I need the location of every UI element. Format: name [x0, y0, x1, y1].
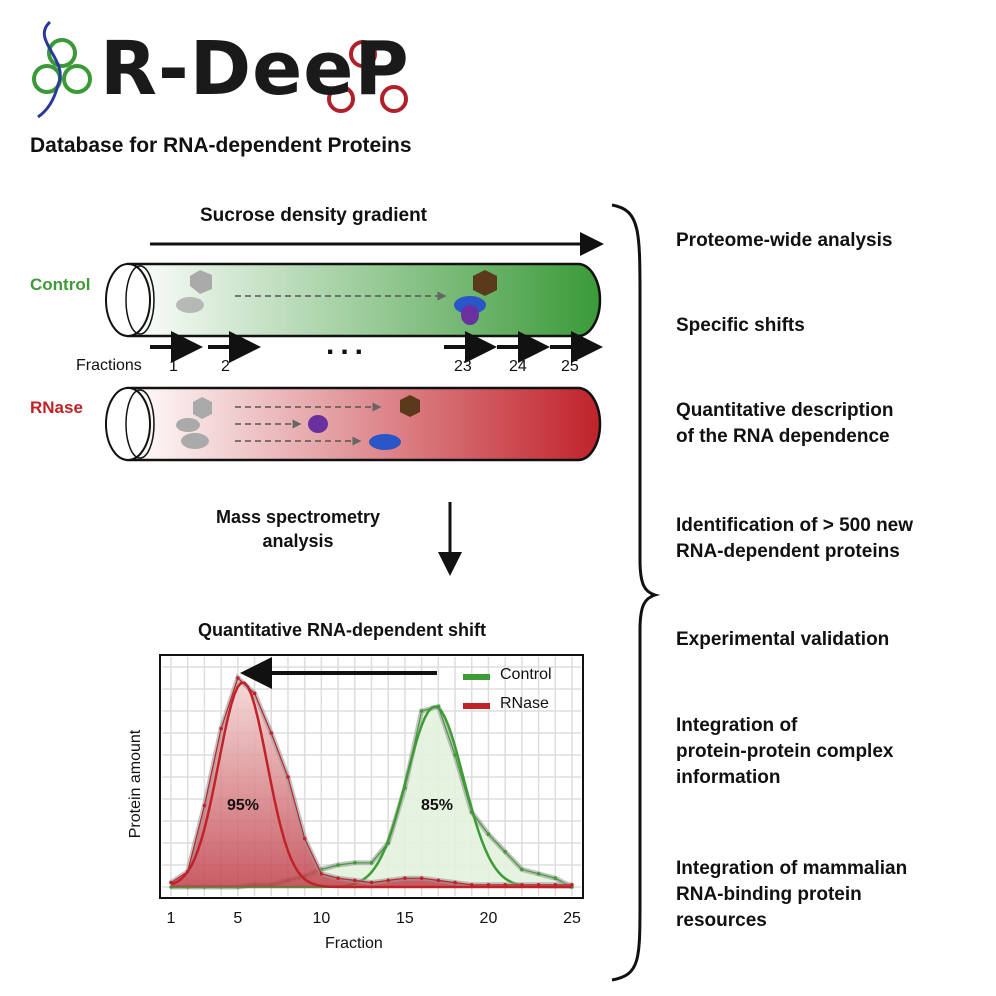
- data-point: [453, 880, 457, 885]
- y-axis-label: Protein amount: [127, 729, 144, 839]
- control-label: Control: [30, 275, 91, 294]
- control-tube: [105, 262, 602, 338]
- data-point: [352, 861, 357, 865]
- x-axis-label: Fraction: [325, 935, 383, 952]
- feature-item: Identification of > 500 new RNA-dependen…: [676, 515, 914, 562]
- fraction-number: 2: [221, 358, 230, 375]
- chart-title: Quantitative RNA-dependent shift: [198, 620, 487, 640]
- data-point: [570, 883, 574, 887]
- legend-label-control: Control: [500, 666, 552, 683]
- fraction-number: 24: [509, 358, 527, 375]
- data-point: [369, 861, 374, 865]
- x-tick-label: 10: [312, 910, 331, 927]
- x-tick-label: 15: [396, 910, 414, 927]
- data-point: [336, 863, 340, 867]
- ms-label-line: Mass spectrometry: [215, 507, 381, 527]
- data-point: [403, 876, 407, 880]
- data-point: [469, 883, 474, 887]
- data-point: [336, 876, 340, 880]
- fractions-label: Fractions: [76, 357, 142, 374]
- feature-item: Experimental validation: [676, 629, 890, 650]
- data-point: [369, 880, 374, 885]
- data-point: [269, 731, 274, 735]
- fraction-number: 1: [169, 358, 178, 375]
- x-tick-label: 20: [479, 910, 498, 927]
- brace: [611, 203, 661, 982]
- data-point: [202, 803, 207, 808]
- rnase-tube: [105, 386, 602, 462]
- data-point: [536, 872, 541, 876]
- data-point: [252, 691, 257, 696]
- data-point: [319, 872, 324, 876]
- annotation-rnase: 95%: [227, 797, 260, 814]
- chart: [159, 654, 584, 899]
- rnase-label: RNase: [30, 398, 83, 417]
- series-area-control: [171, 706, 572, 887]
- data-point: [486, 883, 491, 887]
- logo-icon: [32, 20, 408, 119]
- data-point: [286, 775, 290, 779]
- feature-item: Quantitative description of the RNA depe…: [676, 400, 894, 447]
- ellipsis: ...: [326, 328, 370, 361]
- data-point: [352, 878, 357, 883]
- data-point: [503, 850, 507, 854]
- x-tick-label: 25: [563, 910, 581, 927]
- data-point: [520, 867, 524, 872]
- data-point: [486, 832, 491, 836]
- feature-item: Proteome-wide analysis: [676, 230, 893, 251]
- series-fit-rnase: [170, 681, 572, 889]
- data-point: [536, 883, 541, 887]
- feature-item: Integration of mammalian RNA-binding pro…: [676, 858, 908, 931]
- data-point: [436, 878, 441, 883]
- data-point: [553, 876, 558, 880]
- data-point: [219, 726, 223, 731]
- logo-text: R-DeeP: [100, 26, 410, 112]
- fraction-number: 23: [454, 358, 472, 375]
- data-point: [553, 883, 558, 887]
- ms-label: Mass spectrometry analysis: [198, 505, 398, 553]
- x-tick-label: 5: [233, 910, 243, 927]
- feature-item: Integration of protein-protein complex i…: [676, 715, 894, 788]
- data-point: [419, 709, 424, 713]
- data-point: [520, 883, 524, 887]
- data-point: [386, 878, 391, 883]
- data-point: [419, 876, 424, 880]
- legend-label-rnase: RNase: [500, 695, 549, 712]
- series-area-rnase: [171, 678, 572, 887]
- data-point: [236, 676, 240, 680]
- ms-label-line: analysis: [262, 531, 334, 551]
- x-tick-label: 1: [166, 910, 176, 927]
- fraction-number: 25: [561, 358, 579, 375]
- feature-item: Specific shifts: [676, 315, 805, 336]
- data-point: [503, 883, 507, 887]
- annotation-control: 85%: [421, 797, 454, 814]
- gradient-title: Sucrose density gradient: [200, 205, 428, 226]
- subtitle: Database for RNA-dependent Proteins: [30, 134, 412, 157]
- data-point: [302, 836, 307, 841]
